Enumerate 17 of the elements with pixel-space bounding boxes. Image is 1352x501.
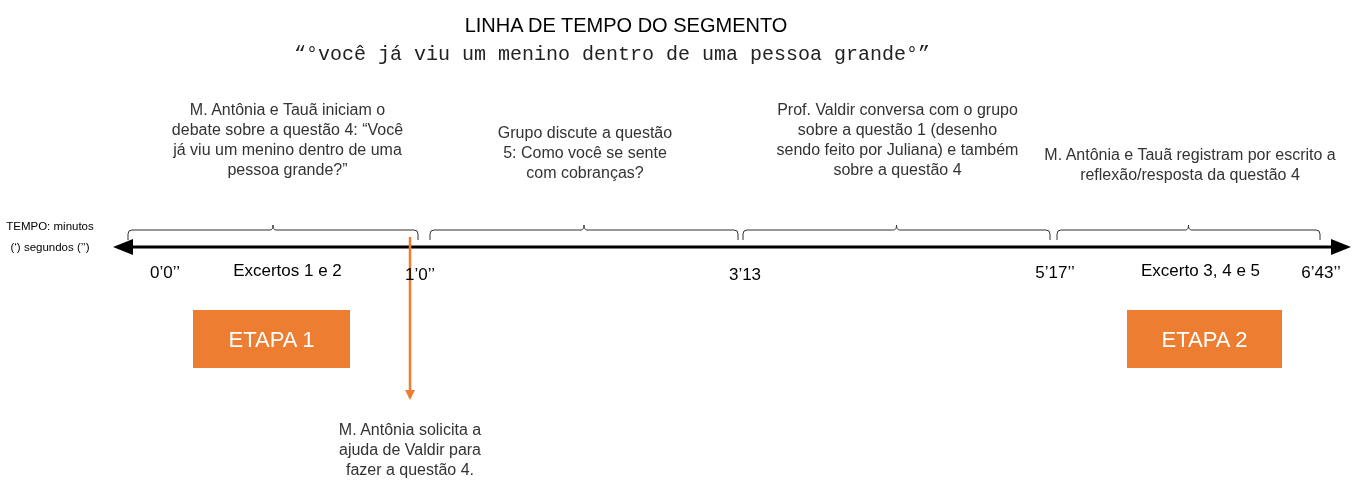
time-tick-label: 0’0’’ xyxy=(149,262,181,284)
arrow xyxy=(405,237,415,400)
segment-description: M. Antônia e Tauã registram por escrito a reflexão/resposta da questão 4 xyxy=(1043,145,1337,185)
segment-description: Prof. Valdir conversa com o grupo sobre a questão 1 (desenho sendo feito por Juliana) e também sobre a questão 4 xyxy=(775,100,1020,180)
stage-box: ETAPA 1 xyxy=(193,310,350,368)
stage-box: ETAPA 2 xyxy=(1127,310,1282,368)
segment-description: Grupo discute a questão 5: Como você se sente com cobranças? xyxy=(496,123,674,183)
time-tick-label: 5’17’’ xyxy=(1034,262,1076,284)
time-tick-label: 6’43’’ xyxy=(1300,262,1342,284)
diagram-title: LINHA DE TEMPO DO SEGMENTO xyxy=(463,13,789,38)
axis-legend: TEMPO: minutos (‘) segundos (’’) xyxy=(2,216,98,258)
excerpt-label: Excertos 1 e 2 xyxy=(232,260,343,282)
subtitle: “°você já viu um menino dentro de uma pessoa grande°” xyxy=(292,42,932,68)
time-tick-label: 3’13 xyxy=(727,264,763,286)
segment-description: M. Antônia e Tauã iniciam o debate sobre a questão 4: “Você já viu um menino dentro de uma pessoa grande?” xyxy=(170,100,405,180)
excerpt-label: Excerto 3, 4 e 5 xyxy=(1139,260,1262,282)
annotation-text: M. Antônia solicita a ajuda de Valdir para fazer a questão 4. xyxy=(320,420,500,480)
